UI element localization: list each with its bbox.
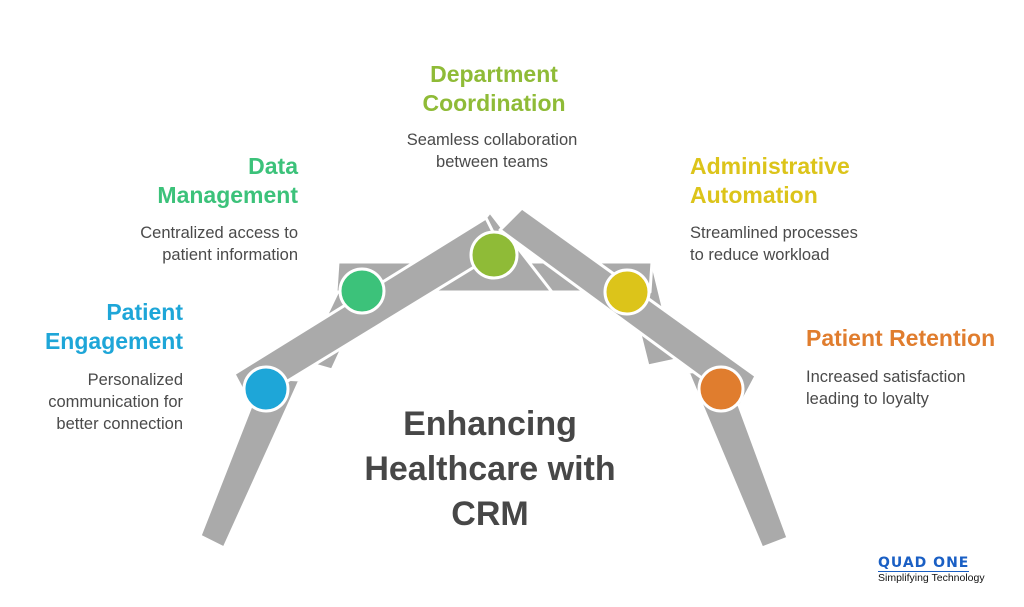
node-patient-retention (697, 365, 745, 413)
department-coordination-title: Department Coordination (422, 61, 566, 116)
main-title: Enhancing Healthcare with CRM (364, 405, 616, 533)
administrative-automation-description: Streamlined processes to reduce workload (690, 224, 858, 264)
logo-tagline: Simplifying Technology (878, 572, 985, 584)
patient-retention-description: Increased satisfaction leading to loyalt… (806, 368, 966, 408)
quad-one-logo: QUAD ONE Simplifying Technology (878, 554, 1008, 585)
node-patient-engagement (242, 365, 290, 413)
node-department-coordination (469, 230, 519, 280)
patient-engagement-description: Personalized communication for better co… (48, 371, 183, 433)
logo-name: QUAD ONE (878, 555, 970, 572)
administrative-automation-title: Administrative Automation (690, 153, 850, 208)
node-administrative-automation (603, 268, 651, 316)
department-coordination-description: Seamless collaboration between teams (406, 131, 578, 171)
data-management-description: Centralized access to patient informatio… (140, 224, 298, 264)
patient-engagement-title: Patient Engagement (44, 299, 183, 354)
patient-retention-title: Patient Retention (806, 325, 996, 351)
data-management-title: Data Management (157, 153, 298, 208)
node-data-management (338, 267, 386, 315)
